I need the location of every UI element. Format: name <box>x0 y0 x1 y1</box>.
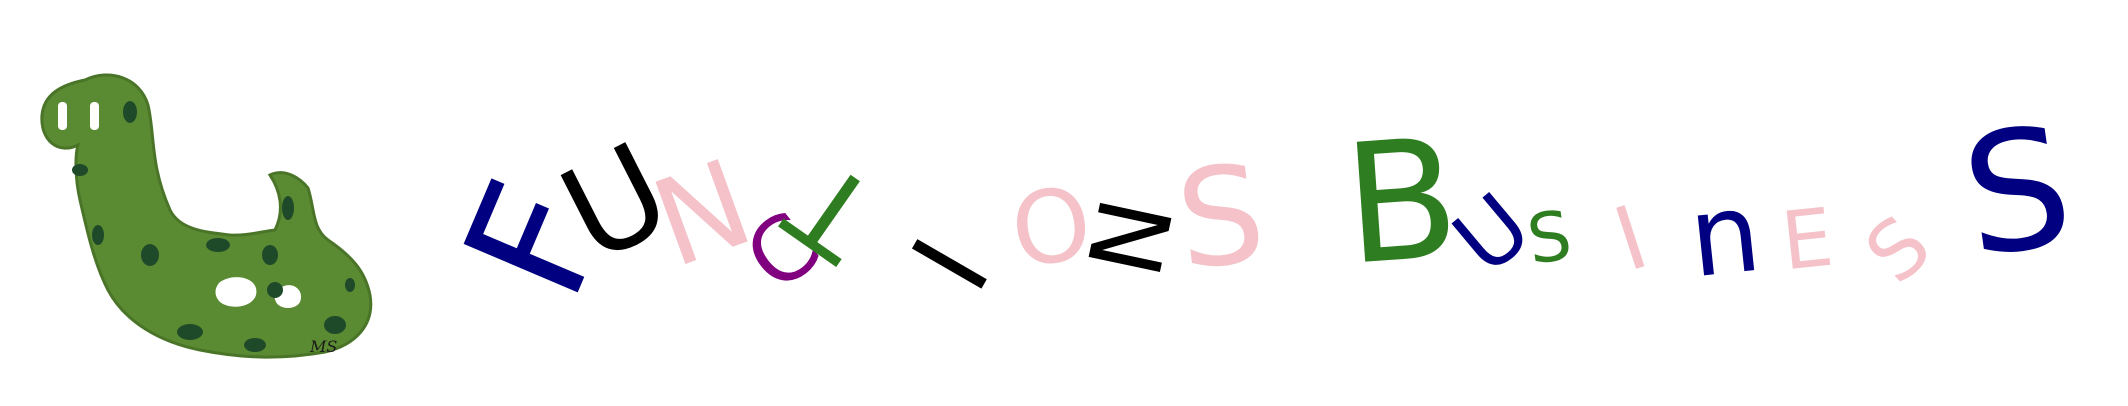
dinosaur-spot <box>262 245 278 265</box>
letter: S <box>1952 89 2083 295</box>
dinosaur-spot <box>123 101 137 123</box>
dinosaur-spot <box>345 278 355 292</box>
letter: S <box>1848 198 1949 302</box>
dinosaur-spot <box>267 282 283 298</box>
letter: E <box>1777 190 1838 289</box>
dinosaur-spot <box>324 316 346 334</box>
letter: B <box>1338 102 1465 302</box>
dinosaur-hole-1 <box>215 277 257 307</box>
dinosaur-spot <box>244 338 266 352</box>
dinosaur-spot <box>141 244 159 266</box>
letter: I <box>1602 185 1660 292</box>
dinosaur-spot <box>92 225 104 245</box>
artist-signature: MS <box>309 337 337 356</box>
dinosaur-logo-icon: MS <box>40 73 373 359</box>
letter: I <box>887 218 1015 312</box>
dinosaur-spot <box>206 238 230 252</box>
letter: T <box>765 134 901 285</box>
letter: S <box>1522 196 1577 281</box>
letter: n <box>1683 167 1767 303</box>
dinosaur-spot <box>72 164 88 176</box>
dinosaur-spot <box>282 196 294 220</box>
dinosaur-eye-right <box>90 102 99 130</box>
letter: S <box>1170 134 1272 301</box>
dinosaur-spot <box>177 324 203 340</box>
dinosaur-eye-left <box>58 102 67 130</box>
